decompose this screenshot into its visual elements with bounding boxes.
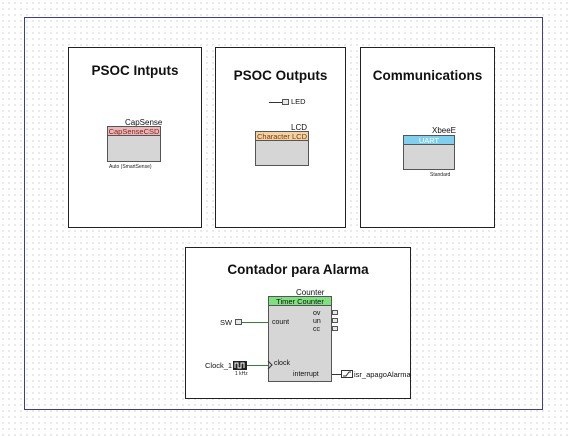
clock-edge-icon — [267, 360, 273, 370]
clock-label: Clock_1 — [205, 361, 233, 370]
port-cc: cc — [313, 326, 320, 333]
xbee-name: XbeeE — [432, 126, 457, 135]
cc-pin-icon — [332, 326, 338, 331]
panel-contador-alarma: Contador para Alarma Counter Timer Count… — [185, 247, 411, 399]
schematic-frame — [24, 17, 543, 410]
ov-pin-icon — [332, 310, 338, 315]
uart-component[interactable]: UART — [403, 135, 455, 170]
panel-communications: Communications XbeeE UART Standard — [360, 47, 495, 228]
panel-title: Communications — [372, 68, 483, 83]
sw-label: SW — [220, 318, 233, 327]
interrupt-wire — [332, 374, 341, 375]
led-wire — [269, 102, 282, 103]
uart-subtitle: Standard — [430, 172, 451, 178]
un-pin-icon — [332, 318, 338, 323]
port-un: un — [313, 318, 321, 325]
clock-icon[interactable] — [233, 361, 247, 370]
isr-label: isr_apagoAlarma — [354, 370, 411, 379]
clock-wire — [247, 365, 268, 366]
panel-title: PSOC Outputs — [233, 68, 328, 83]
lcd-name: LCD — [291, 123, 308, 132]
capsense-component[interactable]: CapSenseCSD — [107, 126, 161, 162]
port-clock: clock — [274, 360, 290, 367]
port-interrupt: interrupt — [293, 371, 319, 378]
port-count: count — [272, 319, 290, 326]
capsense-subtitle: Auto (SmartSense) — [109, 164, 152, 170]
uart-type: UART — [404, 136, 454, 145]
panel-psoc-inputs: PSOC Intputs CapSense CapSenseCSD Auto (… — [68, 47, 202, 228]
lcd-type: Character LCD — [256, 132, 308, 141]
lcd-component[interactable]: Character LCD — [255, 131, 309, 166]
led-label: LED — [291, 97, 306, 106]
timer-counter-type: Timer Counter — [269, 297, 331, 306]
capsense-type: CapSenseCSD — [108, 127, 160, 136]
port-ov: ov — [313, 310, 321, 317]
panel-title: PSOC Intputs — [91, 63, 179, 78]
sw-wire — [242, 322, 268, 323]
capsense-name: CapSense — [125, 118, 163, 127]
timer-counter-component[interactable]: Timer Counter count clock interrupt ov u… — [268, 296, 332, 382]
interrupt-icon[interactable] — [341, 370, 353, 378]
sw-pin-icon[interactable] — [235, 319, 242, 325]
panel-psoc-outputs: PSOC Outputs LED LCD Character LCD — [215, 47, 346, 228]
led-pin-icon — [282, 99, 289, 105]
panel-title: Contador para Alarma — [227, 262, 369, 277]
counter-name: Counter — [296, 288, 325, 297]
clock-freq: 1 kHz — [235, 371, 248, 377]
